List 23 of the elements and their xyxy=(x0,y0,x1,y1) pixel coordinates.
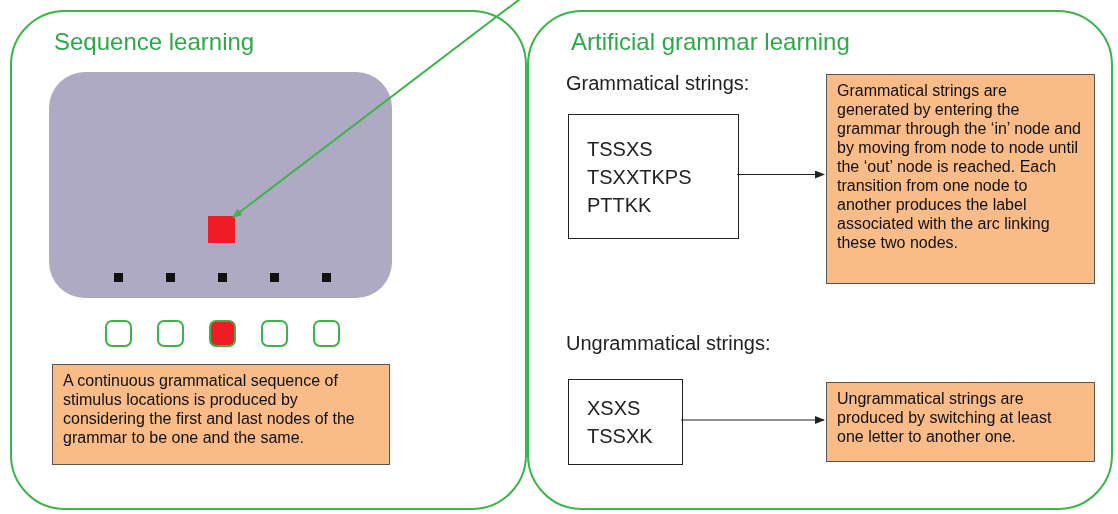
panel-title: Artificial grammar learning xyxy=(571,27,850,57)
string-text: TSSXS xyxy=(587,136,654,162)
note-box xyxy=(52,364,390,465)
string-text: XSXS xyxy=(587,396,642,421)
strings-box xyxy=(568,379,683,465)
stimulus-square xyxy=(208,216,235,243)
string-text: TSXXTKPS xyxy=(587,164,693,190)
string-text: PTTKK xyxy=(587,192,653,218)
note-text: A continuous grammatical sequence of stimulus locations is produced by considering the first and last nodes of the grammar to be one and the same. xyxy=(63,371,356,447)
panel-title: Sequence learning xyxy=(54,27,255,57)
section-heading: Ungrammatical strings: xyxy=(566,331,771,356)
note-box xyxy=(826,382,1095,462)
panel xyxy=(10,10,527,510)
panel xyxy=(527,10,1113,510)
screen xyxy=(49,72,392,298)
section-heading: Grammatical strings: xyxy=(566,71,750,96)
note-text: Grammatical strings are generated by entering the grammar through the ‘in’ node and by moving from node to node until the ‘out’ node is reached. Each transition from one node to another produces the label associated with the arc linking these two nodes. xyxy=(837,81,1082,252)
note-text: Ungrammatical strings are produced by switching at least one letter to another one. xyxy=(837,389,1053,446)
note-box xyxy=(826,74,1095,284)
string-text: TSSXK xyxy=(587,424,654,449)
arrow xyxy=(680,416,825,424)
arrow xyxy=(736,170,825,179)
strings-box xyxy=(568,114,739,239)
